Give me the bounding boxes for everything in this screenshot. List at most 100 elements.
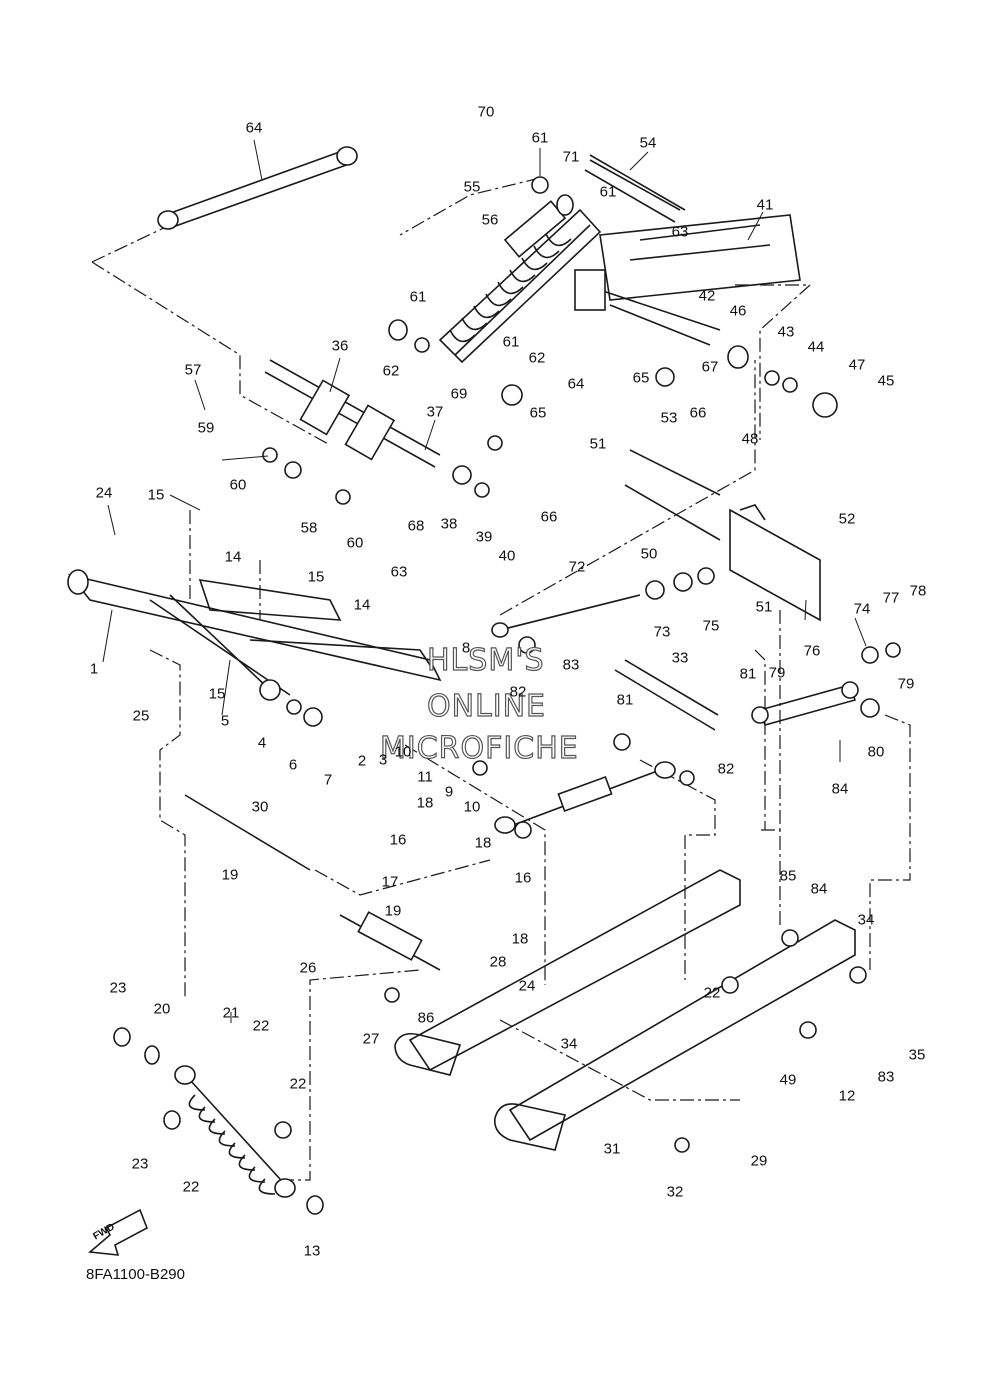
lower-shaft-assembly — [339, 911, 441, 971]
callout-label: 36 — [331, 337, 349, 355]
callout-label: 56 — [481, 211, 499, 229]
callout-label: 46 — [729, 302, 747, 320]
callout-label: 13 — [303, 1242, 321, 1260]
shafts — [184, 154, 721, 871]
callout-label: 15 — [147, 486, 165, 504]
fwd-arrow — [88, 1208, 149, 1256]
callout-label: 76 — [803, 642, 821, 660]
callout-label: 15 — [307, 568, 325, 586]
callout-label: 49 — [779, 1071, 797, 1089]
callout-label: 14 — [353, 596, 371, 614]
watermark-line-1: HLSM'S — [426, 642, 545, 678]
callout-label: 10 — [394, 743, 412, 761]
rear-arm-41 — [574, 159, 801, 346]
callout-label: 50 — [640, 545, 658, 563]
callout-label: 62 — [382, 362, 400, 380]
callout-label: 41 — [756, 196, 774, 214]
callout-label: 60 — [346, 534, 364, 552]
callout-label: 10 — [463, 798, 481, 816]
callout-label: 19 — [221, 866, 239, 884]
callout-label: 47 — [848, 356, 866, 374]
callout-label: 86 — [417, 1009, 435, 1027]
leader-lines — [102, 139, 867, 1023]
callout-label: 7 — [323, 771, 333, 789]
callout-label: 27 — [362, 1030, 380, 1048]
shock-absorber-upper — [438, 200, 602, 364]
slide-rail-left — [394, 869, 741, 1076]
callout-label: 66 — [540, 508, 558, 526]
callout-label: 32 — [666, 1183, 684, 1201]
callout-label: 58 — [300, 519, 318, 537]
callout-label: 22 — [289, 1075, 307, 1093]
callout-label: 62 — [528, 349, 546, 367]
callout-label: 43 — [777, 323, 795, 341]
callout-label: 61 — [502, 333, 520, 351]
callout-label: 5 — [220, 712, 230, 730]
callout-label: 84 — [810, 880, 828, 898]
callout-label: 37 — [426, 403, 444, 421]
watermark-line-2: ONLINE — [426, 688, 547, 724]
callout-label: 2 — [357, 752, 367, 770]
callout-label: 17 — [381, 873, 399, 891]
callout-label: 85 — [779, 867, 797, 885]
upper-torque-arm-64 — [157, 146, 358, 230]
callout-label: 22 — [182, 1178, 200, 1196]
center-arm-36 — [264, 359, 441, 468]
callout-label: 15 — [208, 685, 226, 703]
callout-label: 20 — [153, 1000, 171, 1018]
rear-shock-20 — [174, 1065, 296, 1198]
callout-label: 31 — [603, 1140, 621, 1158]
callout-label: 81 — [739, 665, 757, 683]
callout-label: 78 — [909, 582, 927, 600]
slide-frame-1 — [67, 569, 442, 701]
callout-label: 11 — [417, 768, 433, 786]
callout-label: 23 — [131, 1155, 149, 1173]
callout-label: 77 — [882, 589, 900, 607]
callout-label: 54 — [639, 134, 657, 152]
callout-label: 51 — [589, 435, 607, 453]
callout-label: 80 — [867, 743, 885, 761]
callout-label: 67 — [701, 358, 719, 376]
callout-label: 81 — [616, 691, 634, 709]
callout-label: 9 — [444, 783, 454, 801]
callout-label: 42 — [698, 287, 716, 305]
callout-label: 63 — [390, 563, 408, 581]
callout-label: 3 — [378, 751, 388, 769]
small-parts — [113, 176, 901, 1215]
callout-label: 52 — [838, 510, 856, 528]
callout-label: 79 — [768, 664, 786, 682]
callout-label: 24 — [518, 977, 536, 995]
watermark-line-3: MICROFICHE — [379, 730, 579, 766]
callout-label: 6 — [288, 756, 298, 774]
callout-label: 71 — [562, 148, 580, 166]
callout-label: 74 — [853, 600, 871, 618]
callout-label: 73 — [653, 623, 671, 641]
callout-label: 34 — [560, 1035, 578, 1053]
stabilizer-rod-72 — [494, 761, 676, 834]
callout-label: 48 — [741, 430, 759, 448]
callout-label: 72 — [568, 558, 586, 576]
callout-label: 30 — [251, 798, 269, 816]
callout-label: 79 — [897, 675, 915, 693]
callout-label: 66 — [689, 404, 707, 422]
callout-label: 55 — [463, 178, 481, 196]
callout-label: 64 — [567, 375, 585, 393]
callout-label: 14 — [224, 548, 242, 566]
arm-76 — [751, 681, 859, 726]
callout-label: 16 — [514, 869, 532, 887]
callout-label: 1 — [89, 660, 99, 678]
callout-label: 59 — [197, 419, 215, 437]
callout-label: 84 — [831, 780, 849, 798]
callout-label: 45 — [877, 372, 895, 390]
callout-label: 8 — [461, 639, 471, 657]
callout-label: 61 — [599, 183, 617, 201]
callout-label: 21 — [222, 1004, 240, 1022]
callout-label: 82 — [717, 760, 735, 778]
callout-label: 38 — [440, 515, 458, 533]
callout-label: 16 — [389, 831, 407, 849]
callout-label: 40 — [498, 547, 516, 565]
callout-label: 33 — [671, 649, 689, 667]
callout-label: 60 — [229, 476, 247, 494]
callout-label: 22 — [252, 1017, 270, 1035]
